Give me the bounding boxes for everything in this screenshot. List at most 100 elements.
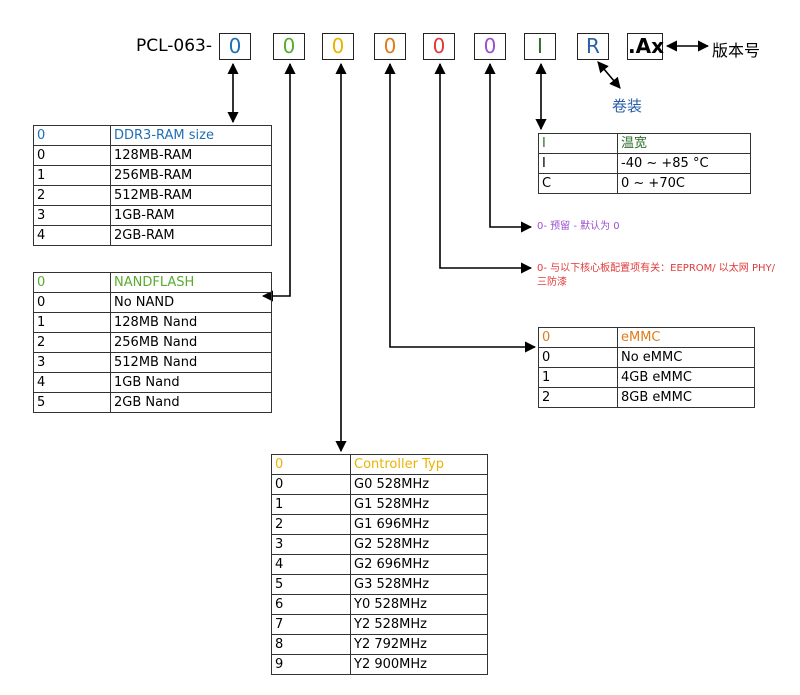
table-value-cell: 512MB-RAM <box>110 185 272 206</box>
table-code-cell: 1 <box>33 165 111 186</box>
table-code-cell: 1 <box>538 367 618 388</box>
table-code-cell: 3 <box>33 352 111 373</box>
table-header-cell: DDR3-RAM size <box>110 125 272 146</box>
table-value-cell: G3 528MHz <box>350 574 488 595</box>
table-code-cell: 5 <box>33 392 111 413</box>
table-header-cell: eMMC <box>617 327 755 348</box>
table-header-cell: 0 <box>271 454 351 475</box>
table-value-cell: G0 528MHz <box>350 474 488 495</box>
table-value-cell: G2 696MHz <box>350 554 488 575</box>
table-code-cell: 9 <box>271 654 351 675</box>
table-code-cell: 1 <box>271 494 351 515</box>
table-value-cell: G1 528MHz <box>350 494 488 515</box>
table-value-cell: 512MB Nand <box>110 352 272 373</box>
table-header-cell: 0 <box>538 327 618 348</box>
table-value-cell: 0 ~ +70C <box>617 173 751 194</box>
version-label: 版本号 <box>712 41 761 60</box>
table-value-cell: G2 528MHz <box>350 534 488 555</box>
table-code-cell: 0 <box>271 474 351 495</box>
version-box: .Ax <box>627 33 664 60</box>
code-box-ddr: 0 <box>219 33 251 60</box>
table-code-cell: 0 <box>33 292 111 313</box>
arrow-reserved <box>484 62 533 233</box>
table-value-cell: Y2 900MHz <box>350 654 488 675</box>
part-number-prefix: PCL-063- <box>136 36 213 56</box>
table-value-cell: 256MB-RAM <box>110 165 272 186</box>
table-header-cell: I <box>538 133 618 154</box>
table-value-cell: 1GB-RAM <box>110 205 272 226</box>
arrow-core-config <box>434 62 533 274</box>
table-code-cell: 3 <box>33 205 111 226</box>
code-box-packaging: R <box>577 33 609 60</box>
core-config-note-line2: 三防漆 <box>537 277 567 288</box>
table-value-cell: 256MB Nand <box>110 332 272 353</box>
table-code-cell: 0 <box>538 347 618 368</box>
code-box-nand: 0 <box>273 33 305 60</box>
table-code-cell: 4 <box>271 554 351 575</box>
code-box-emmc: 0 <box>374 33 406 60</box>
table-header-cell: 0 <box>33 272 111 293</box>
table-code-cell: 0 <box>33 145 111 166</box>
table-value-cell: -40 ~ +85 °C <box>617 153 751 174</box>
arrow-emmc <box>384 62 537 353</box>
table-value-cell: No NAND <box>110 292 272 313</box>
table-code-cell: 7 <box>271 614 351 635</box>
arrow-packaging <box>597 61 621 89</box>
arrow-nand <box>261 62 296 302</box>
reserved-note: 0- 预留 - 默认为 0 <box>537 221 620 232</box>
table-value-cell: 128MB Nand <box>110 312 272 333</box>
table-code-cell: 4 <box>33 225 111 246</box>
table-value-cell: Y2 528MHz <box>350 614 488 635</box>
table-code-cell: 3 <box>271 534 351 555</box>
core-config-note: 0- 与以下核心板配置项有关：EEPROM/ 以太网 PHY/ 三防漆 <box>537 262 775 290</box>
table-value-cell: 1GB Nand <box>110 372 272 393</box>
code-box-reserved: 0 <box>474 33 506 60</box>
table-value-cell: 2GB Nand <box>110 392 272 413</box>
table-value-cell: Y0 528MHz <box>350 594 488 615</box>
table-code-cell: 2 <box>33 332 111 353</box>
table-code-cell: I <box>538 153 618 174</box>
code-box-controller: 0 <box>322 33 354 60</box>
packaging-label: 卷装 <box>612 97 643 115</box>
table-value-cell: 128MB-RAM <box>110 145 272 166</box>
table-row: I-40 ~ +85 °C <box>538 153 751 174</box>
table-code-cell: 8 <box>271 634 351 655</box>
table-header-cell: Controller Typ <box>350 454 488 475</box>
table-code-cell: 4 <box>33 372 111 393</box>
table-value-cell: Y2 792MHz <box>350 634 488 655</box>
code-box-core-config: 0 <box>423 33 455 60</box>
table-code-cell: 2 <box>33 185 111 206</box>
table-code-cell: 6 <box>271 594 351 615</box>
table-value-cell: 2GB-RAM <box>110 225 272 246</box>
